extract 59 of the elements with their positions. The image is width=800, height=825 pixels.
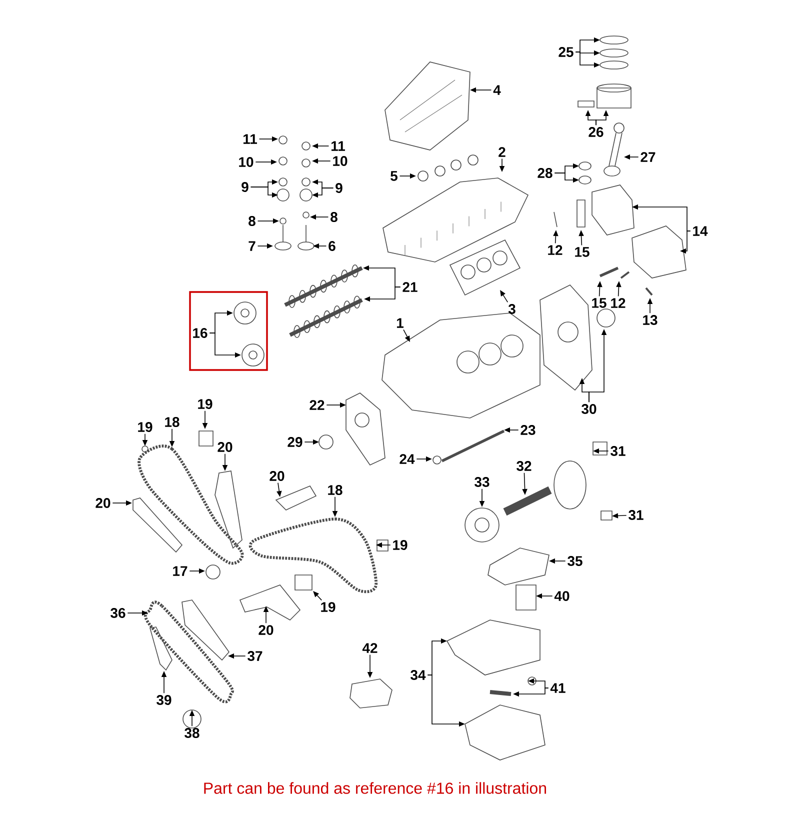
callout-number: 20: [96, 498, 110, 508]
callout-number: 27: [640, 152, 656, 162]
callout-number: 11: [331, 141, 345, 151]
callout-number: 2: [498, 147, 506, 157]
leader-line: [313, 591, 322, 601]
callout-number: 35: [568, 556, 582, 566]
callout-number: 19: [138, 422, 152, 432]
leader-line: [500, 290, 508, 303]
callout-number: 41: [550, 683, 566, 693]
callout-number: 5: [390, 171, 398, 181]
callout-number: 19: [393, 540, 408, 550]
callout-number: 1: [397, 318, 404, 328]
callout-number: 17: [173, 566, 188, 576]
callout-number: 8: [248, 216, 256, 226]
callout-number: 31: [610, 446, 626, 456]
callout-number: 13: [643, 315, 658, 325]
callout-number: 34: [410, 670, 426, 680]
callout-number: 8: [330, 212, 338, 222]
callout-number: 24: [400, 454, 415, 464]
callout-number: 32: [516, 461, 532, 471]
callout-number: 11: [243, 134, 257, 144]
callout-number: 31: [628, 510, 644, 520]
callout-number: 42: [362, 643, 378, 653]
callout-number: 33: [474, 477, 490, 487]
callout-number: 30: [582, 404, 596, 414]
callout-number: 18: [328, 485, 342, 495]
callout-number: 20: [258, 625, 274, 635]
callout-number: 12: [548, 245, 562, 255]
callout-number: 9: [242, 182, 248, 192]
callout-number: 10: [333, 156, 348, 166]
callout-number: 16: [193, 328, 208, 338]
callout-number: 25: [558, 47, 574, 57]
callout-number: 20: [218, 442, 232, 452]
callout-number: 6: [328, 241, 336, 251]
callout-number: 29: [288, 437, 302, 447]
callout-number: 36: [110, 608, 126, 618]
callout-number: 37: [248, 651, 262, 661]
callout-number: 38: [184, 728, 200, 738]
callout-number: 23: [520, 425, 536, 435]
callout-number: 15: [575, 247, 590, 257]
callout-number: 40: [554, 591, 570, 601]
callout-number: 7: [248, 241, 256, 251]
callout-number: 4: [493, 85, 501, 95]
callout-number: 14: [693, 226, 708, 236]
callout-number: 9: [336, 183, 342, 193]
callout-number: 10: [239, 157, 254, 167]
caption: Part can be found as reference #16 in illustration: [204, 782, 546, 794]
callout-number: 12: [611, 298, 626, 308]
callout-number: 26: [588, 127, 604, 137]
callout-number: 19: [321, 602, 336, 612]
callout-number: 15: [592, 298, 606, 308]
callout-number: 28: [538, 168, 552, 178]
callout-number: 39: [156, 695, 172, 705]
callout-number: 20: [270, 471, 284, 481]
callout-number: 21: [402, 282, 418, 292]
callout-number: 19: [198, 399, 212, 409]
callout-number: 3: [508, 304, 516, 314]
callout-number: 18: [165, 417, 180, 427]
callout-number: 22: [310, 400, 324, 410]
